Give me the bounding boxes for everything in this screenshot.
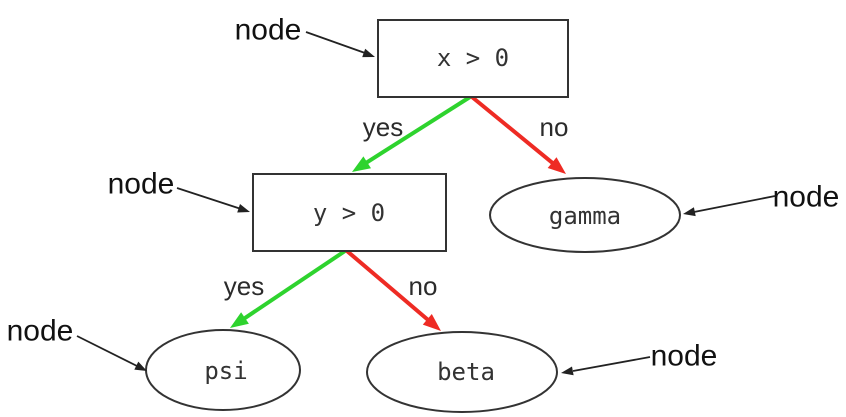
edge-decision-yes-arrowhead-icon: [230, 312, 249, 328]
edge-decision-no-line: [345, 249, 430, 322]
edge-label-no-1: no: [540, 112, 569, 142]
annotation-root-line: [305, 31, 366, 54]
annotation-gamma-label: node: [773, 181, 840, 214]
root-node-rectangle: [377, 19, 569, 98]
edge-root-no-arrowhead-icon: [547, 157, 566, 174]
annotation-gamma-line: [693, 195, 776, 213]
edge-root-no-line: [470, 95, 555, 165]
edge-decision-no-arrowhead-icon: [422, 314, 441, 331]
annotation-root: node: [235, 14, 375, 58]
decision-y-node-label: y > 0: [313, 199, 385, 227]
edge-root-no: no: [470, 95, 569, 174]
annotation-decision-y-arrowhead-icon: [237, 204, 250, 213]
beta-node-label: beta: [437, 358, 495, 386]
annotation-psi-label: node: [7, 315, 74, 348]
psi-node-label: psi: [204, 357, 247, 385]
annotation-root-label: node: [235, 14, 302, 47]
tree-node-beta: beta: [366, 331, 558, 413]
annotation-psi: node: [7, 315, 147, 371]
annotation-decision-y: node: [108, 168, 250, 213]
annotation-beta-label: node: [651, 340, 718, 373]
tree-node-gamma: gamma: [489, 177, 681, 253]
decision-y-node-rectangle: [252, 173, 447, 252]
annotation-decision-y-label: node: [108, 168, 175, 201]
edge-root-yes: yes: [352, 95, 472, 172]
annotation-psi-line: [76, 335, 138, 367]
annotation-beta-line: [572, 356, 651, 372]
edge-label-yes-1: yes: [363, 112, 403, 142]
annotation-gamma: node: [683, 181, 839, 217]
tree-node-decision-y: y > 0: [252, 173, 447, 252]
edge-label-yes-2: yes: [224, 271, 264, 301]
annotation-beta: node: [561, 340, 717, 376]
tree-node-psi: psi: [145, 329, 301, 411]
gamma-node-ellipse: [489, 177, 681, 253]
annotation-decision-y-line: [176, 187, 241, 210]
annotation-gamma-arrowhead-icon: [683, 207, 696, 217]
edge-decision-yes-line: [243, 249, 347, 320]
root-node-label: x > 0: [437, 44, 509, 72]
annotation-psi-arrowhead-icon: [134, 361, 147, 371]
beta-node-ellipse: [366, 331, 558, 413]
edge-label-no-2: no: [409, 271, 438, 301]
edge-root-yes-arrowhead-icon: [352, 156, 371, 172]
gamma-node-label: gamma: [549, 202, 621, 230]
annotation-root-arrowhead-icon: [362, 48, 375, 58]
edge-decision-no: no: [345, 249, 441, 331]
edge-root-yes-line: [365, 95, 472, 165]
edge-decision-yes: yes: [224, 249, 347, 328]
annotation-beta-arrowhead-icon: [561, 366, 574, 376]
tree-node-root: x > 0: [377, 19, 569, 98]
